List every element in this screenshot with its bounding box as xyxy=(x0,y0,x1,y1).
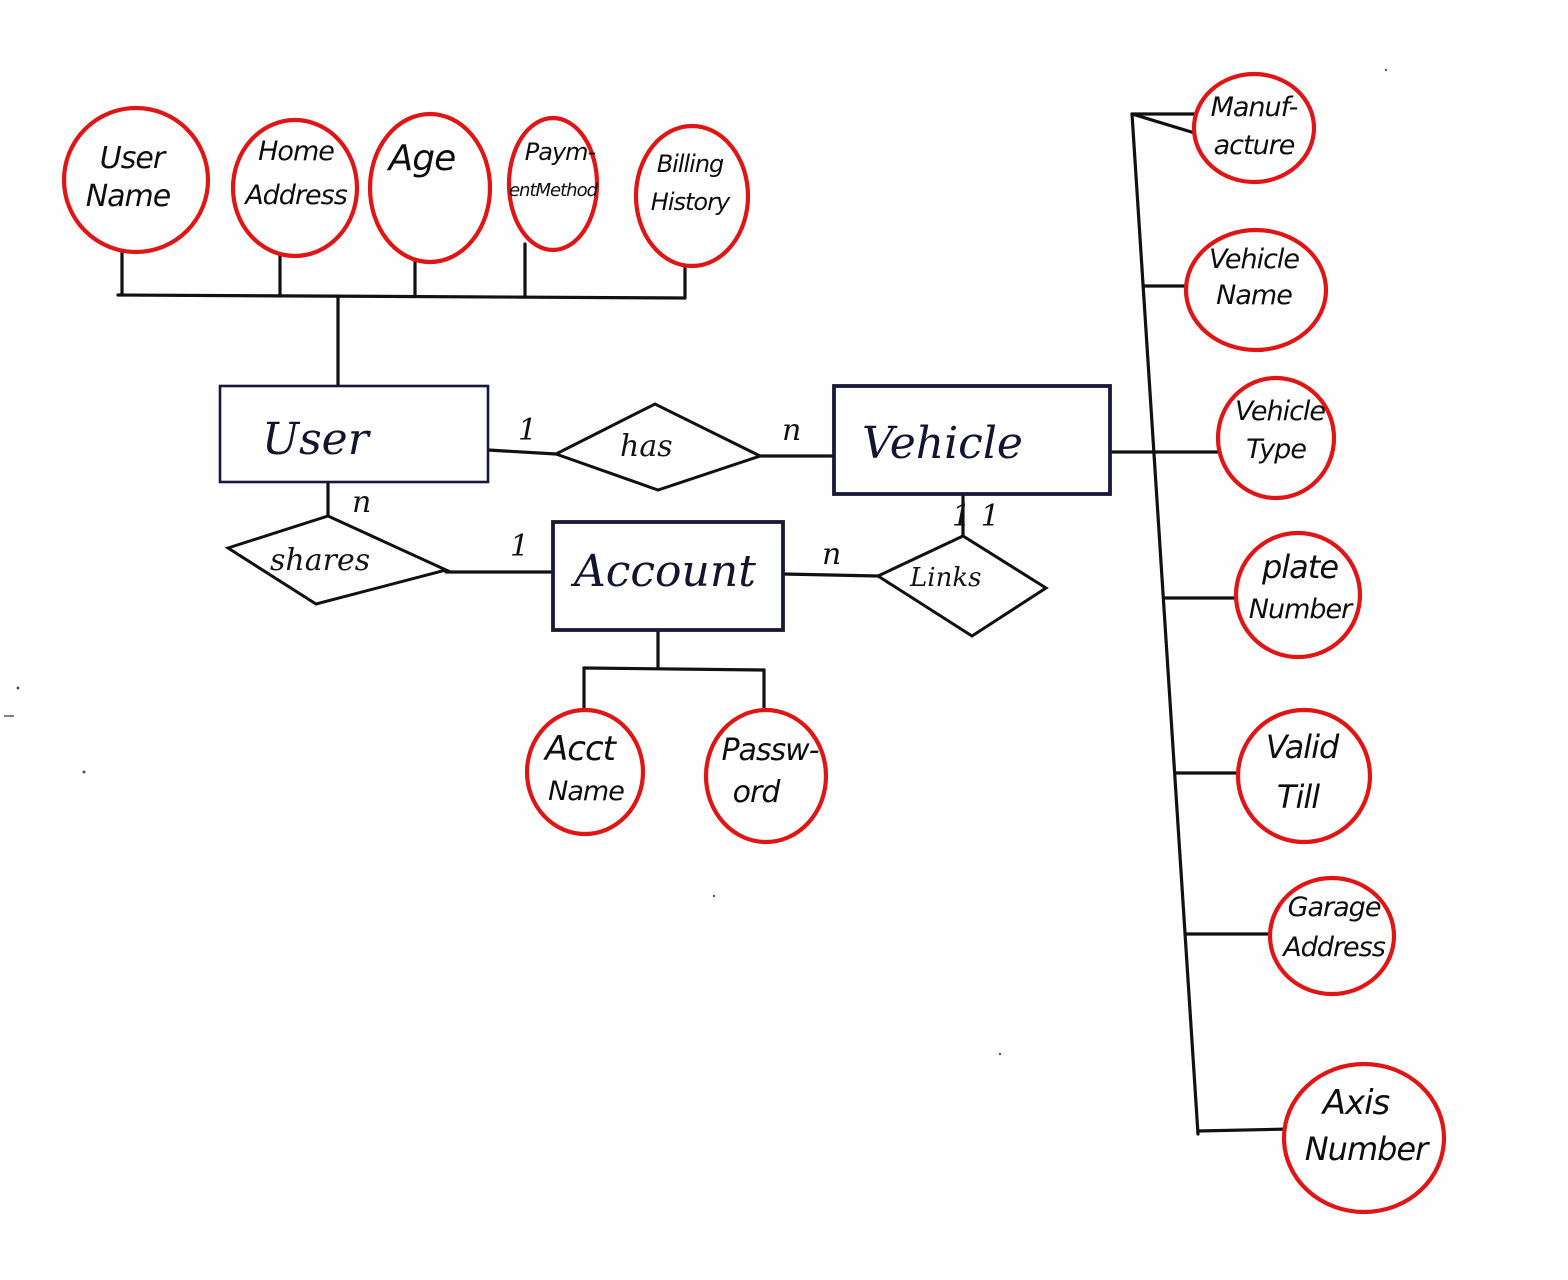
attribute-home-address: Home Address xyxy=(230,117,360,259)
entity-account-box xyxy=(551,520,785,632)
attribute-age: Age xyxy=(367,111,493,265)
attribute-payment-method-oval xyxy=(506,115,600,253)
vehicle-attributes: Manuf- acture Vehicle Name Vehicle Type … xyxy=(1183,71,1447,1215)
attribute-user-name: User Name xyxy=(61,105,211,255)
entity-user-label: User xyxy=(262,414,372,465)
relationship-has: has xyxy=(552,402,764,492)
user-attr-bus-line xyxy=(116,293,687,300)
account-attributes: Acct Name Passw- ord xyxy=(524,707,829,845)
attribute-vehicle-type-line2: Type xyxy=(1246,434,1306,465)
account-attr-bus-line xyxy=(582,666,766,672)
attribute-acct-name-oval xyxy=(524,707,646,837)
paper-specks xyxy=(4,68,1388,1056)
attribute-billing-history-oval xyxy=(633,123,751,269)
attribute-age-line1: Age xyxy=(387,138,456,179)
attribute-home-address-line2: Address xyxy=(243,180,348,211)
entity-vehicle-box xyxy=(832,384,1112,496)
speck xyxy=(1384,68,1388,72)
relationship-has-label: has xyxy=(620,429,673,464)
attribute-valid-till: Valid Till xyxy=(1235,707,1373,845)
relationship-shares-diamond xyxy=(224,514,451,606)
speck xyxy=(82,770,86,774)
entity-vehicle: Vehicle xyxy=(832,384,1112,496)
entity-account: Account xyxy=(551,520,785,632)
attribute-valid-till-oval xyxy=(1235,707,1373,845)
attribute-vehicle-type-line1: Vehicle xyxy=(1235,396,1325,427)
attribute-billing-history: Billing History xyxy=(633,123,751,269)
user-attributes: User Name Home Address Age Paym- entMeth… xyxy=(61,105,751,269)
user-has-line xyxy=(486,448,558,456)
attribute-age-oval xyxy=(367,111,493,265)
relationship-has-diamond xyxy=(552,402,764,492)
cardinalities: 1 n n 1 n 1 1 xyxy=(352,413,1000,572)
attribute-axis-number-oval xyxy=(1281,1061,1447,1215)
attribute-acct-name-line1: Acct xyxy=(543,729,618,769)
attribute-manufacture-oval xyxy=(1191,71,1317,185)
cardinality-has-vehicle: n xyxy=(782,413,801,448)
axis-number-connector xyxy=(1196,1127,1292,1133)
cardinality-user-shares: n xyxy=(352,485,371,520)
attribute-plate-number-line1: plate xyxy=(1261,548,1338,586)
entity-user: User xyxy=(218,384,490,484)
speck xyxy=(16,686,20,690)
attribute-acct-name: Acct Name xyxy=(524,707,646,837)
cardinality-shares-account: 1 xyxy=(510,529,529,564)
cardinality-account-links: n xyxy=(822,537,841,572)
attribute-manufacture-line2: acture xyxy=(1214,130,1295,161)
connector-lines xyxy=(116,112,1292,1136)
attribute-acct-name-line2: Name xyxy=(548,776,624,807)
account-links-line xyxy=(781,572,880,578)
attribute-user-name-line1: User xyxy=(100,141,167,176)
attribute-garage-address-line2: Address xyxy=(1281,932,1386,963)
attribute-user-name-line2: Name xyxy=(86,179,171,214)
attribute-garage-address-line1: Garage xyxy=(1288,892,1381,923)
attribute-password-line2: ord xyxy=(733,775,782,810)
attribute-plate-number-oval xyxy=(1233,530,1363,660)
attribute-garage-address-oval xyxy=(1267,875,1397,997)
speck xyxy=(712,894,716,898)
attribute-user-name-oval xyxy=(61,105,211,255)
attribute-manufacture: Manuf- acture xyxy=(1191,71,1317,185)
attribute-payment-method-line2: entMethod xyxy=(509,180,599,201)
vehicle-attr-bus-vertical xyxy=(1130,112,1200,1136)
attribute-valid-till-line2: Till xyxy=(1277,778,1320,816)
attribute-vehicle-name-line2: Name xyxy=(1216,280,1292,311)
entity-vehicle-label: Vehicle xyxy=(862,418,1023,469)
attribute-home-address-oval xyxy=(230,117,360,259)
attribute-vehicle-type-oval xyxy=(1215,375,1337,501)
speck xyxy=(998,1052,1002,1056)
relationship-shares: shares xyxy=(224,514,451,606)
attribute-vehicle-name: Vehicle Name xyxy=(1183,227,1329,353)
attribute-payment-method: Paym- entMethod xyxy=(506,115,600,253)
attribute-axis-number-line2: Number xyxy=(1305,1130,1430,1168)
attribute-payment-method-line1: Paym- xyxy=(525,138,596,166)
attribute-plate-number-line2: Number xyxy=(1249,594,1354,625)
relationship-links: Links xyxy=(874,534,1049,638)
cardinality-vehicle-links: 1 1 xyxy=(952,499,1000,534)
relationship-shares-label: shares xyxy=(270,543,370,578)
entity-user-box xyxy=(218,384,490,484)
attribute-home-address-line1: Home xyxy=(258,136,334,167)
attribute-billing-history-line1: Billing xyxy=(657,150,724,178)
attribute-password-oval xyxy=(703,707,829,845)
attribute-vehicle-name-oval xyxy=(1183,227,1329,353)
attribute-password-line1: Passw- xyxy=(721,733,818,768)
attribute-password: Passw- ord xyxy=(703,707,829,845)
attribute-axis-number: Axis Number xyxy=(1281,1061,1447,1215)
attribute-valid-till-line1: Valid xyxy=(1266,728,1340,766)
relationship-links-diamond xyxy=(874,534,1049,638)
entity-account-label: Account xyxy=(570,546,756,597)
vehicle-attr-bus-line xyxy=(1130,112,1200,136)
attribute-axis-number-line1: Axis xyxy=(1321,1083,1390,1123)
attribute-manufacture-line1: Manuf- xyxy=(1211,92,1298,123)
attribute-vehicle-name-line1: Vehicle xyxy=(1209,244,1299,275)
attribute-billing-history-line2: History xyxy=(651,188,731,216)
attribute-vehicle-type: Vehicle Type xyxy=(1215,375,1337,501)
relationship-links-label: Links xyxy=(909,563,981,593)
attribute-plate-number: plate Number xyxy=(1233,530,1363,660)
attribute-garage-address: Garage Address xyxy=(1267,875,1397,997)
cardinality-user-has: 1 xyxy=(518,413,537,448)
